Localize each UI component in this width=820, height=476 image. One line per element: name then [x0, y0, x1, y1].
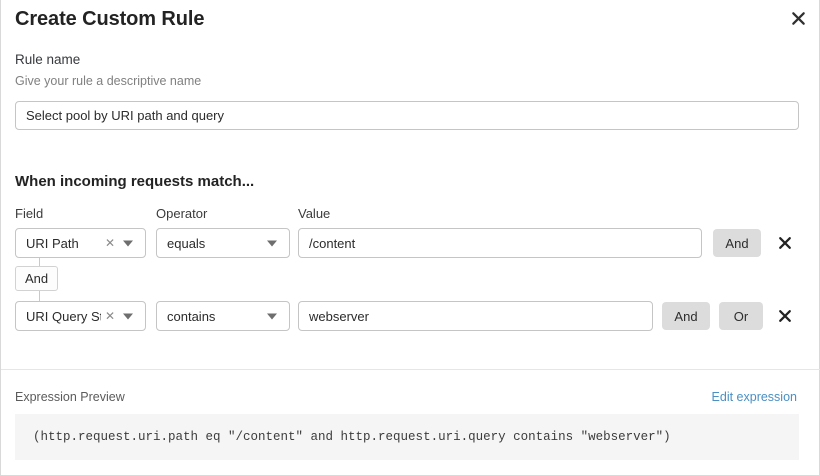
operator-select-2[interactable]: contains — [156, 301, 290, 331]
field-select-2[interactable]: URI Query St... ✕ — [15, 301, 146, 331]
value-input-2[interactable] — [298, 301, 653, 331]
value-input-1[interactable] — [298, 228, 702, 258]
clear-icon[interactable]: ✕ — [104, 236, 115, 250]
chevron-down-icon[interactable] — [119, 240, 145, 247]
expression-preview-label: Expression Preview — [15, 390, 125, 404]
chevron-down-icon[interactable] — [263, 240, 289, 247]
edit-expression-link[interactable]: Edit expression — [711, 390, 797, 404]
and-button-1[interactable]: And — [713, 229, 761, 257]
condition-connector: And — [15, 258, 145, 302]
operator-select-1[interactable]: equals — [156, 228, 290, 258]
condition-row: URI Path ✕ equals And — [1, 228, 820, 260]
delete-condition-icon-1[interactable] — [775, 228, 795, 258]
column-header-field: Field — [15, 206, 44, 221]
delete-condition-icon-2[interactable] — [775, 301, 795, 331]
operator-select-1-value: equals — [167, 235, 206, 251]
field-select-2-value: URI Query St... — [26, 308, 101, 324]
clear-icon[interactable]: ✕ — [104, 309, 115, 323]
match-section-heading: When incoming requests match... — [15, 173, 255, 190]
connector-and-button[interactable]: And — [15, 266, 59, 291]
column-header-operator: Operator — [156, 206, 208, 221]
expression-preview-code: (http.request.uri.path eq "/content" and… — [15, 414, 799, 460]
chevron-down-icon[interactable] — [263, 313, 289, 320]
dialog-title: Create Custom Rule — [15, 8, 205, 30]
operator-select-2-value: contains — [167, 308, 216, 324]
field-select-1-value: URI Path — [26, 235, 79, 251]
and-button-2[interactable]: And — [662, 302, 710, 330]
close-icon[interactable] — [786, 6, 810, 30]
section-divider — [1, 369, 820, 370]
column-header-value: Value — [298, 206, 331, 221]
rule-name-label: Rule name — [15, 52, 81, 67]
rule-name-input[interactable] — [15, 101, 799, 130]
condition-row: URI Query St... ✕ contains And Or — [1, 301, 820, 333]
or-button-2[interactable]: Or — [719, 302, 763, 330]
field-select-1[interactable]: URI Path ✕ — [15, 228, 146, 258]
chevron-down-icon[interactable] — [119, 313, 145, 320]
rule-name-hint: Give your rule a descriptive name — [15, 74, 202, 88]
